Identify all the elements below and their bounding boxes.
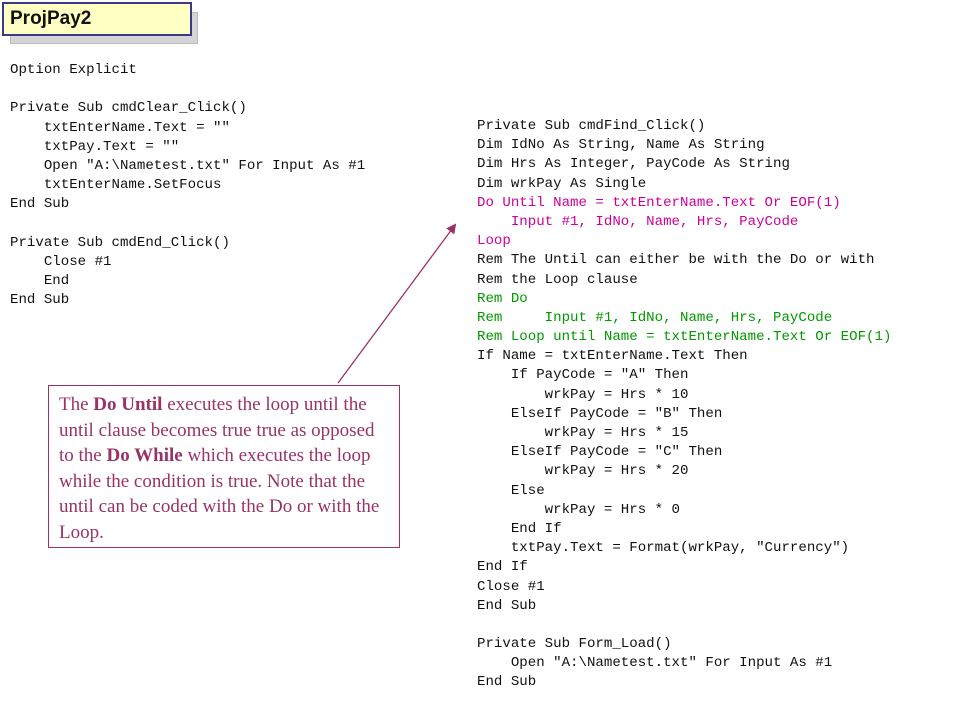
code-line: ElseIf PayCode = "C" Then	[477, 444, 723, 461]
title-banner: ProjPay2	[2, 2, 198, 44]
code-line: Dim wrkPay As Single	[477, 175, 647, 192]
code-line: Else	[477, 482, 545, 499]
code-line: Private Sub Form_Load()	[477, 636, 672, 653]
code-line: Dim IdNo As String, Name As String	[477, 137, 765, 154]
code-line: Loop	[477, 233, 511, 250]
code-line: Close #1	[477, 578, 545, 595]
note-bold-do-while: Do While	[106, 445, 183, 467]
note-text-3: which executes the loop while the condit…	[59, 445, 380, 543]
code-line: End Sub	[10, 196, 70, 213]
code-line: Rem Input #1, IdNo, Name, Hrs, PayCode	[477, 309, 833, 326]
code-line: Input #1, IdNo, Name, Hrs, PayCode	[477, 213, 799, 230]
code-line: End Sub	[10, 292, 70, 309]
code-line: End Sub	[477, 674, 537, 691]
code-line: Private Sub cmdEnd_Click()	[10, 234, 230, 251]
code-line: Rem the Loop clause	[477, 271, 638, 288]
right-code-listing: Private Sub cmdFind_Click() Dim IdNo As S…	[477, 117, 891, 693]
code-line: txtPay.Text = Format(wrkPay, "Currency")	[477, 540, 850, 557]
code-line: End If	[477, 559, 528, 576]
code-line	[10, 80, 365, 99]
code-line: Open "A:\Nametest.txt" For Input As #1	[477, 655, 833, 672]
note-bold-do-until: Do Until	[93, 394, 163, 415]
note-text-2: executes the loop until the until clause…	[59, 394, 375, 467]
code-line: Rem Do	[477, 290, 528, 307]
code-line	[10, 215, 365, 234]
code-line: If Name = txtEnterName.Text Then	[477, 348, 748, 365]
code-line: End	[10, 273, 70, 290]
callout-note: The Do Until executes the loop until the…	[48, 385, 400, 548]
code-line: wrkPay = Hrs * 10	[477, 386, 689, 403]
code-line: End Sub	[477, 597, 537, 614]
code-line: txtEnterName.SetFocus	[10, 177, 222, 194]
code-line: End If	[477, 520, 562, 537]
code-line: If PayCode = "A" Then	[477, 367, 689, 384]
code-line: Rem Loop until Name = txtEnterName.Text …	[477, 329, 892, 346]
code-line: ElseIf PayCode = "B" Then	[477, 405, 723, 422]
code-line: wrkPay = Hrs * 0	[477, 501, 680, 518]
code-line: txtEnterName.Text = ""	[10, 119, 230, 136]
code-line: Rem The Until can either be with the Do …	[477, 252, 875, 269]
code-line	[477, 616, 891, 635]
code-line: Do Until Name = txtEnterName.Text Or EOF…	[477, 194, 841, 211]
note-text-1: The	[59, 394, 94, 415]
code-line: Close #1	[10, 253, 112, 270]
code-line: Private Sub cmdFind_Click()	[477, 118, 706, 134]
code-line: Dim Hrs As Integer, PayCode As String	[477, 156, 790, 173]
code-line: txtPay.Text = ""	[10, 138, 180, 155]
code-line: Private Sub cmdClear_Click()	[10, 100, 247, 117]
page-title: ProjPay2	[2, 2, 192, 36]
code-line: wrkPay = Hrs * 15	[477, 425, 689, 441]
code-line: Open "A:\Nametest.txt" For Input As #1	[10, 157, 366, 174]
code-line: wrkPay = Hrs * 20	[477, 463, 689, 480]
code-line: Option Explicit	[10, 62, 137, 78]
